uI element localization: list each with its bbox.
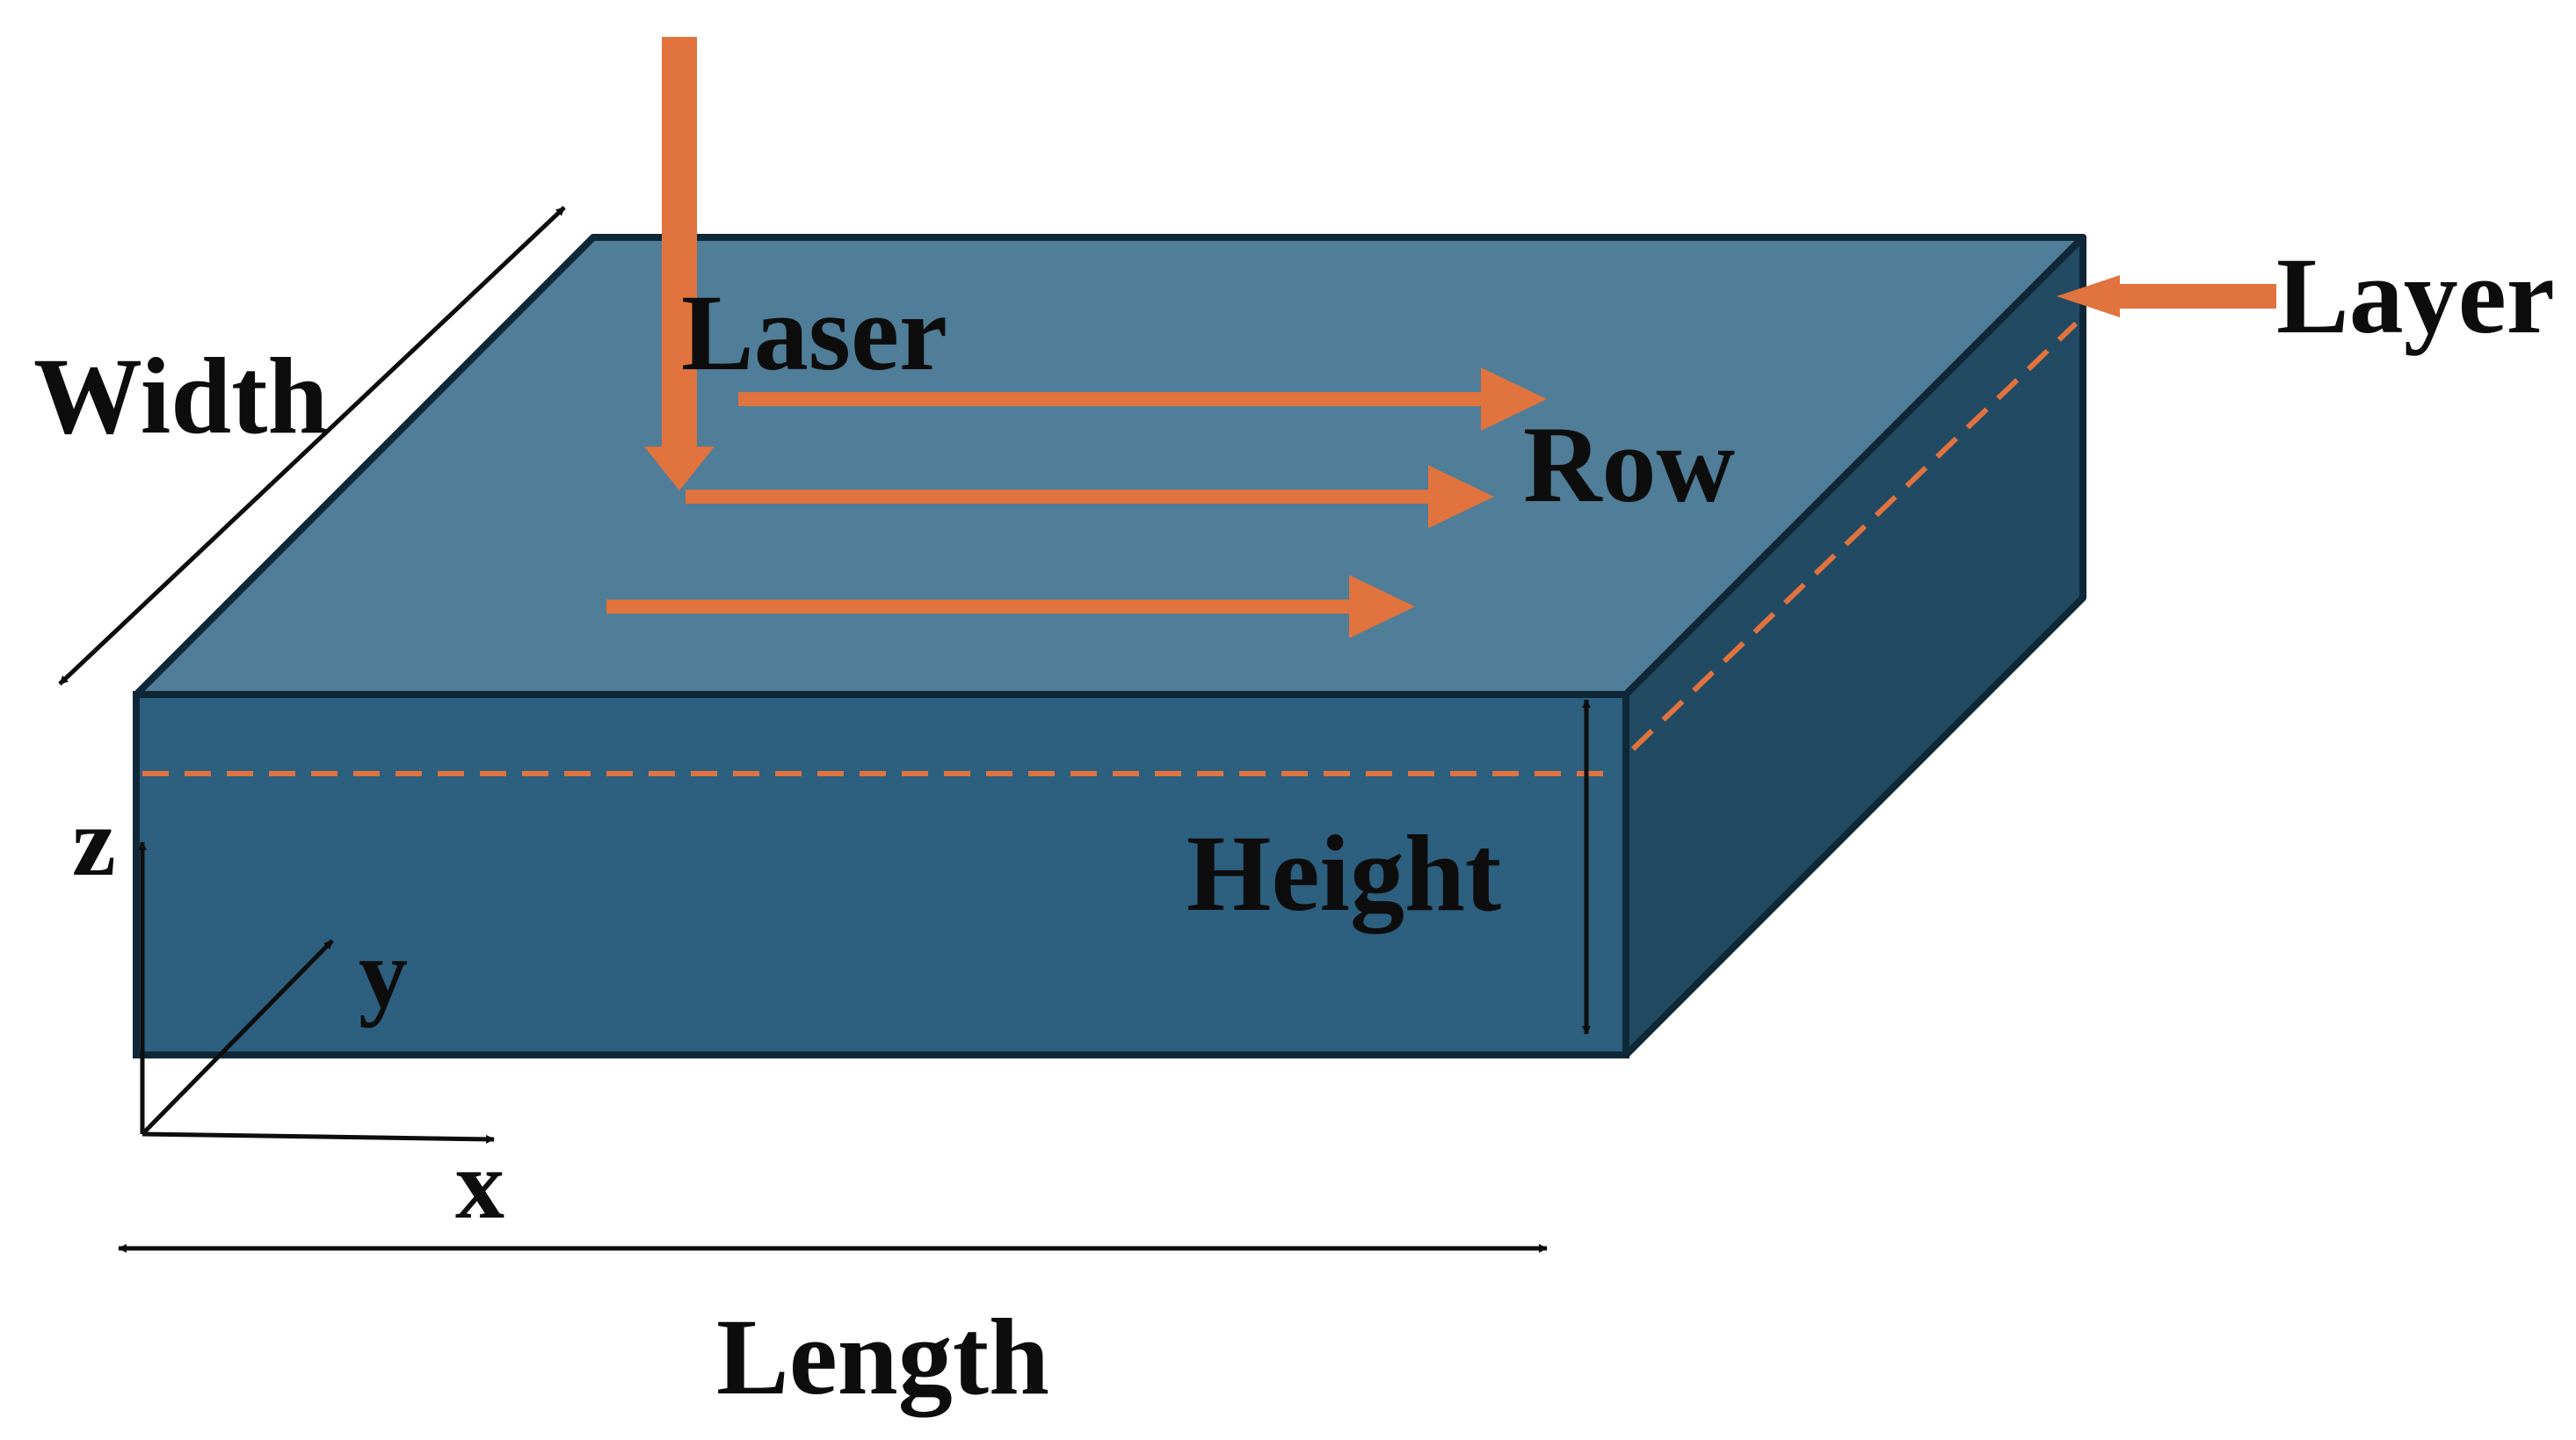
width-label: Width [33, 336, 328, 456]
layer-boundary-side [1630, 321, 2079, 752]
scan-row-arrow-1 [738, 367, 1547, 431]
width-dimension-arrow [58, 206, 566, 686]
y-axis-label: y [359, 920, 408, 1029]
z-axis-label: z [72, 788, 116, 897]
row-label: Row [1523, 404, 1735, 525]
laser-beam-arrow [644, 37, 715, 491]
laser-label: Laser [681, 273, 947, 393]
block-front-face [133, 691, 1629, 1058]
scan-row-arrow-2 [686, 465, 1494, 528]
layer-pointer-arrow [2057, 275, 2276, 317]
x-axis-arrow [141, 1131, 495, 1144]
height-label: Height [1186, 813, 1501, 935]
scan-row-arrow-3 [606, 575, 1415, 638]
x-axis-label: x [455, 1131, 504, 1240]
length-label: Length [716, 1297, 1049, 1418]
layer-label: Layer [2276, 236, 2555, 356]
y-axis-arrow [141, 939, 334, 1136]
